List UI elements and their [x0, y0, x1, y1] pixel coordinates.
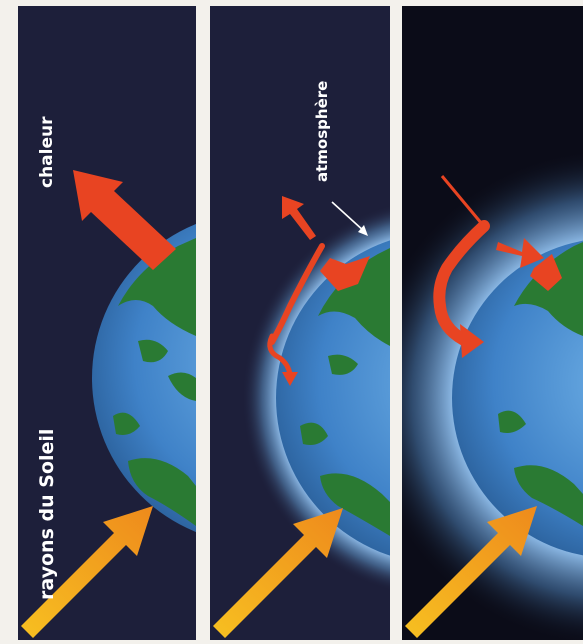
sun-rays-label: rayons du Soleil	[36, 429, 58, 600]
heat-label: chaleur	[37, 117, 57, 189]
atmosphere-label: atmosphère	[313, 81, 331, 182]
panel-3-graphic	[402, 6, 583, 640]
panel-thin-atmosphere	[210, 6, 390, 640]
panel-thick-atmosphere	[402, 6, 583, 640]
panel-2-graphic	[210, 6, 390, 640]
